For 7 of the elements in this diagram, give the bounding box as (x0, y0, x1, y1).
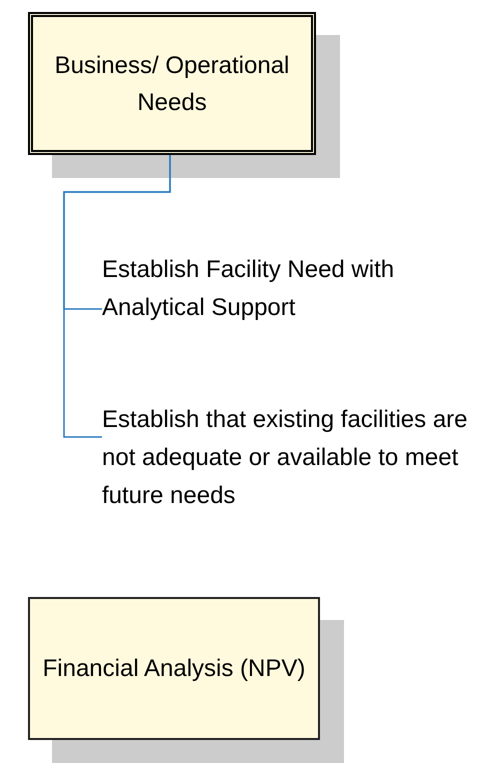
box-label: Financial Analysis (NPV) (42, 654, 306, 684)
step-text: Establish Facility Need with Analytical Support (102, 255, 396, 323)
box-label: Business/ Operational Needs (54, 50, 290, 118)
process-box (28, 597, 320, 740)
process-box (28, 12, 316, 155)
connector-line (63, 155, 171, 438)
step-text: Establish that existing facilities are not adequate or available to meet future needs (102, 405, 469, 511)
